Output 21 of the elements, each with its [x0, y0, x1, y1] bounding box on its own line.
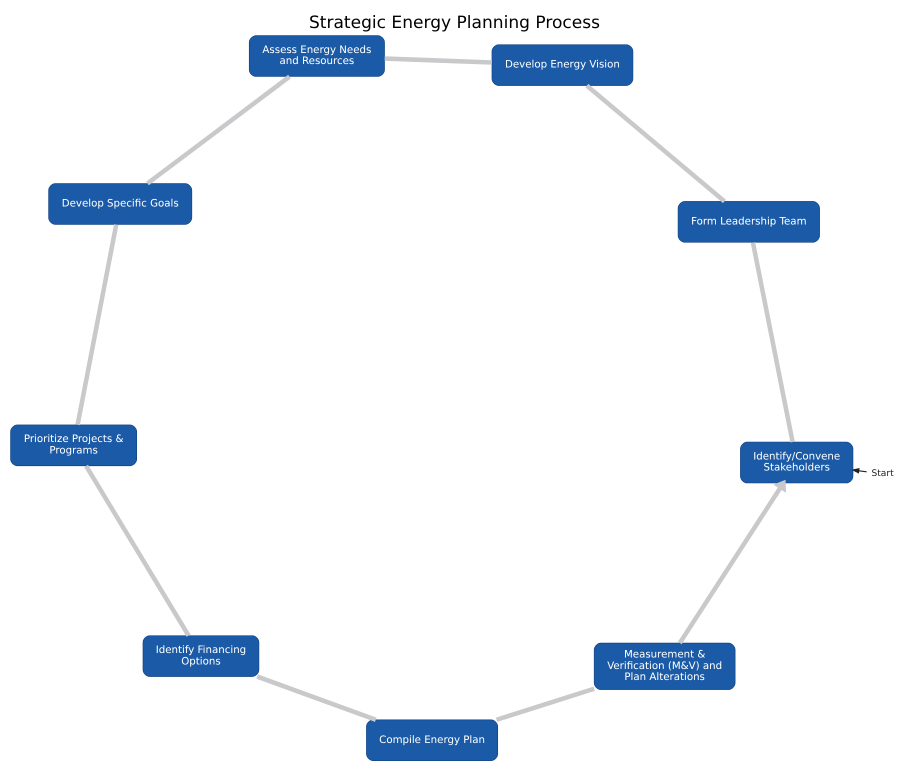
- connector: [750, 242, 795, 442]
- connector: [146, 74, 291, 185]
- node-box: Develop Energy Vision: [492, 44, 634, 86]
- node-box: Develop Specific Goals: [48, 182, 192, 224]
- node-box: Identify Financing Options: [142, 634, 260, 676]
- diagram-title: Strategic Energy Planning Process: [308, 12, 600, 33]
- node-box: Compile Energy Plan: [366, 719, 498, 760]
- node-box: Form Leadership Team: [678, 200, 820, 242]
- node-text: Start: [871, 468, 894, 479]
- connector: [75, 224, 118, 425]
- node-box: Measurement & Verification (M&V) and Plan Alterations: [594, 642, 736, 690]
- connector: [256, 674, 377, 722]
- arrow: [851, 468, 867, 474]
- connector: [585, 83, 726, 203]
- connector: [384, 56, 492, 64]
- node-box: Assess Energy Needs and Resources: [248, 34, 385, 76]
- node-box: Identify/Convene Stakeholders: [740, 441, 854, 483]
- arrow: [678, 479, 786, 644]
- node-box: Prioritize Projects & Programs: [10, 424, 138, 466]
- connector: [84, 464, 190, 636]
- connector: [496, 686, 595, 722]
